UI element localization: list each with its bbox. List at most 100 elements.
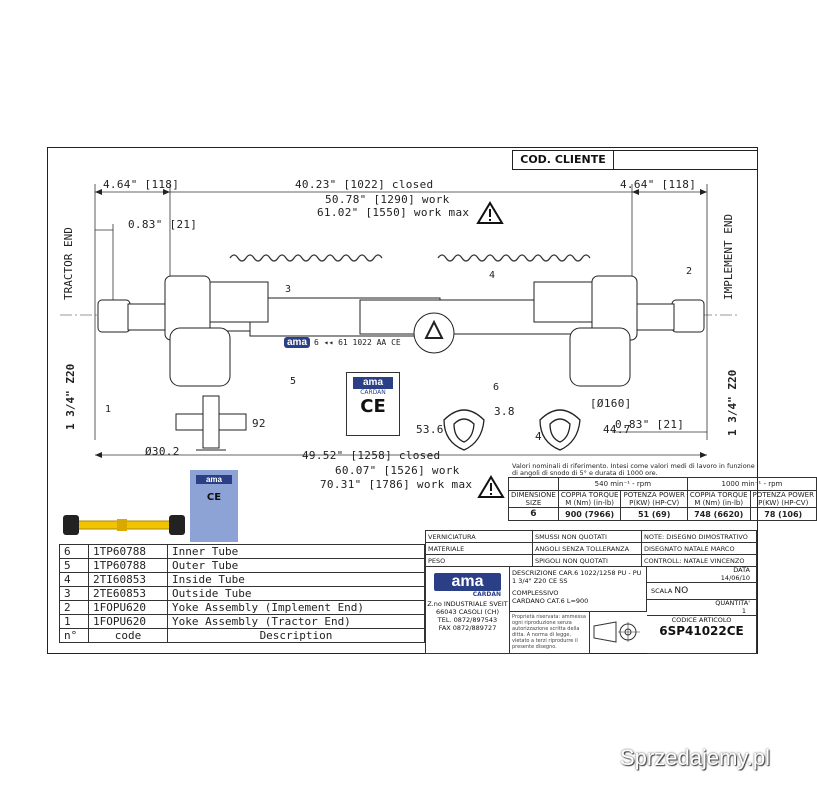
projection-symbol bbox=[593, 621, 640, 643]
shaft-drawing bbox=[60, 184, 740, 498]
coppia-unit-540: M (Nm) (in-lb) bbox=[565, 499, 615, 507]
complessivo-value: CARDANO CAT.6 L=900 bbox=[512, 597, 589, 605]
label-photo: ama CE bbox=[190, 470, 238, 542]
complessivo-label: COMPLESSIVO bbox=[512, 589, 559, 597]
rpm-1000: 1000 min⁻¹ - rpm bbox=[686, 477, 817, 491]
coppia-label-540: COPPIA TORQUE bbox=[560, 491, 619, 499]
dim-profile-536: 53.6 bbox=[416, 423, 444, 436]
potenza-unit-540: P(KW) (HP-CV) bbox=[629, 499, 680, 507]
dim-work-max: 61.02" [1550] work max bbox=[317, 206, 470, 219]
watermark: Sprzedajemy.pl bbox=[620, 745, 770, 770]
proprieta-note: Proprietà riservata: ammessa ogni riprod… bbox=[510, 612, 590, 654]
cod-cliente-field bbox=[612, 150, 758, 170]
dim-work-max-total: 70.31" [1786] work max bbox=[320, 478, 473, 491]
quantita-label: QUANTITA' bbox=[715, 599, 750, 607]
callout-6: 6 bbox=[493, 382, 500, 393]
scala-label: SCALA bbox=[651, 587, 673, 595]
company-tel: TEL. 0872/897543 bbox=[437, 616, 498, 624]
dim-profile-447: 44.7 bbox=[603, 423, 631, 436]
spigoli-field: SPIGOLI NON QUOTATI bbox=[532, 554, 642, 567]
spline-left-label: 1 3/4" Z20 bbox=[64, 363, 77, 430]
potenza-label-1000: POTENZA POWER bbox=[752, 491, 814, 499]
manual-ce-mark: CE bbox=[360, 396, 386, 417]
disegnato-field: DISEGNATO NATALE MARCO bbox=[641, 542, 757, 555]
data-label: DATA bbox=[733, 566, 750, 574]
dim-closed: 40.23" [1022] closed bbox=[295, 178, 434, 191]
tube-marking-text: 6 ◂◂ 61 1022 AA CE bbox=[314, 338, 401, 347]
peso-field: PESO bbox=[425, 554, 533, 567]
callout-4: 4 bbox=[489, 270, 496, 281]
note-disegno-field: NOTE: DISEGNO DIMOSTRATIVO bbox=[641, 530, 757, 543]
manual-booklet: ama CARDAN CE bbox=[346, 372, 400, 436]
data-value: 14/06/10 bbox=[647, 574, 756, 583]
size-label: SIZE bbox=[525, 499, 542, 507]
angoli-field: ANGOLI SENZA TOLLERANZA bbox=[532, 542, 642, 555]
descrizione-field: DESCRIZIONE CAR.6 1022/1258 PU - PU bbox=[512, 569, 642, 577]
callout-2: 2 bbox=[686, 266, 693, 277]
dim-work: 50.78" [1290] work bbox=[325, 193, 450, 206]
dim-closed-total: 49.52" [1258] closed bbox=[302, 449, 441, 462]
cod-cliente-label: COD. CLIENTE bbox=[512, 150, 614, 170]
spec-note: Valori nominali di riferimento. Intesi c… bbox=[512, 462, 755, 477]
shaft-photo bbox=[59, 505, 189, 543]
scala-value: NO bbox=[674, 586, 689, 596]
coppia-unit-1000: M (Nm) (in-lb) bbox=[694, 499, 744, 507]
potenza-label-540: POTENZA POWER bbox=[623, 491, 685, 499]
company-fax: FAX 0872/889727 bbox=[438, 624, 497, 632]
descrizione-field-2: 1 3/4" Z20 CE SS bbox=[512, 577, 568, 585]
tractor-end-label: TRACTOR END bbox=[62, 227, 75, 300]
dim-tube-dia: [Ø160] bbox=[590, 397, 632, 410]
company-logo-sub: CARDAN bbox=[472, 591, 501, 598]
power-540: 51 (69) bbox=[620, 507, 688, 521]
callout-5: 5 bbox=[290, 376, 297, 387]
materiale-field: MATERIALE bbox=[425, 542, 533, 555]
torque-540: 900 (7966) bbox=[557, 507, 622, 521]
label-photo-ce: CE bbox=[206, 492, 222, 503]
dimensione-label: DIMENSIONE bbox=[511, 491, 556, 499]
company-city: 66043 CASOLI (CH) bbox=[435, 608, 500, 616]
manual-logo: ama bbox=[353, 377, 393, 389]
info-box: DATA 14/06/10 SCALA NO QUANTITA' 1 CODIC… bbox=[647, 566, 757, 654]
spline-right-label: 1 3/4" Z20 bbox=[726, 369, 739, 436]
implement-end-label: IMPLEMENT END bbox=[722, 213, 735, 300]
controllo-field: CONTROLL: NATALE VINCENZO bbox=[641, 554, 757, 567]
dim-cross-dia: Ø30.2 bbox=[145, 445, 180, 458]
smussi-field: SMUSSI NON QUOTATI bbox=[532, 530, 642, 543]
coppia-label-1000: COPPIA TORQUE bbox=[689, 491, 748, 499]
dim-offset-right: 0.83" [21] bbox=[615, 418, 685, 431]
codice-value: 6SP41022CE bbox=[659, 624, 744, 638]
callout-3: 3 bbox=[285, 284, 292, 295]
dim-profile-4: 4 bbox=[535, 430, 542, 443]
callout-1: 1 bbox=[105, 404, 112, 415]
drawing-sheet bbox=[47, 147, 758, 654]
company-logo: ama bbox=[434, 573, 501, 591]
dim-offset-left: 0.83" [21] bbox=[128, 218, 198, 231]
dim-work-total: 60.07" [1526] work bbox=[335, 464, 460, 477]
quantita-value: 1 bbox=[647, 607, 756, 616]
potenza-unit-1000: P(KW) (HP-CV) bbox=[758, 499, 809, 507]
company-addr: Z.no INDUSTRIALE SVEIT bbox=[427, 600, 508, 608]
tube-brand-logo: ama bbox=[284, 337, 311, 348]
size-value: 6 bbox=[508, 507, 559, 521]
description-box: DESCRIZIONE CAR.6 1022/1258 PU - PU 1 3/… bbox=[510, 566, 647, 612]
dim-profile-38: 3.8 bbox=[494, 405, 515, 418]
dim-yoke-left: 4.64" [118] bbox=[103, 178, 180, 191]
verniciatura-field: VERNICIATURA bbox=[425, 530, 533, 543]
dim-yoke-right: 4.64" [118] bbox=[620, 178, 697, 191]
torque-1000: 748 (6620) bbox=[686, 507, 751, 521]
label-photo-logo: ama bbox=[196, 475, 232, 484]
company-box: ama CARDAN Z.no INDUSTRIALE SVEIT 66043 … bbox=[425, 566, 510, 654]
rpm-540: 540 min⁻¹ - rpm bbox=[557, 477, 688, 491]
manual-sub: CARDAN bbox=[360, 389, 386, 396]
dim-cross-92: 92 bbox=[252, 417, 266, 430]
